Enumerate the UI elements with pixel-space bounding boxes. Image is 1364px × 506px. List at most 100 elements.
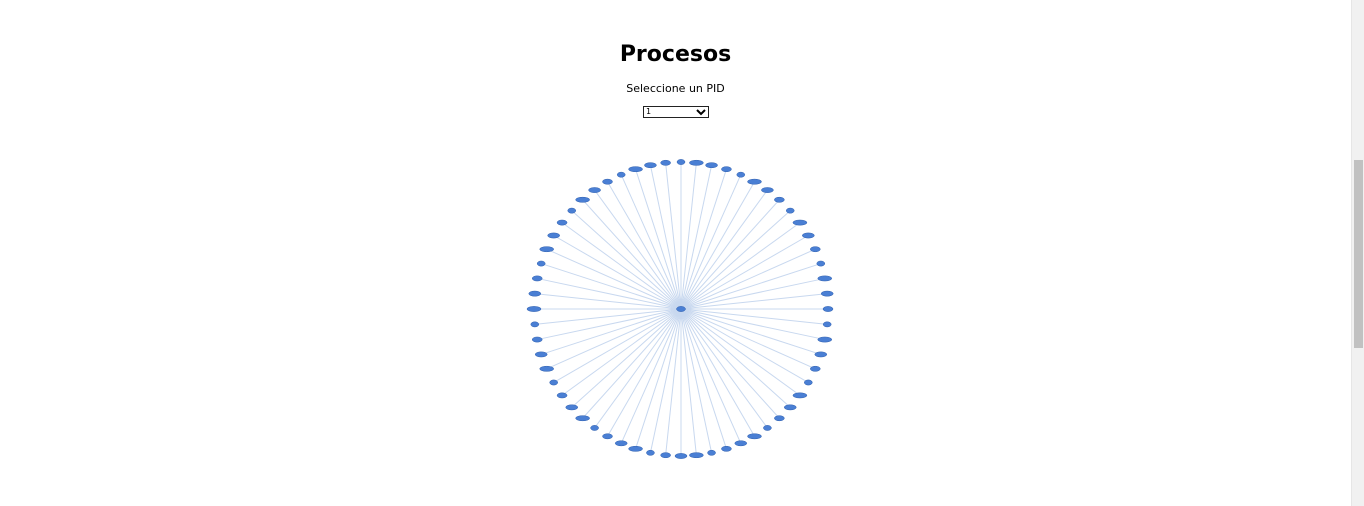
graph-node-child[interactable] (747, 433, 762, 440)
graph-node-child[interactable] (528, 290, 542, 297)
scrollbar-thumb[interactable] (1354, 160, 1363, 348)
graph-edge (680, 263, 821, 310)
graph-edge (571, 210, 682, 310)
graph-edge (680, 222, 801, 310)
graph-node-child[interactable] (614, 440, 628, 447)
graph-node-child[interactable] (530, 321, 540, 328)
graph-node-child[interactable] (646, 449, 655, 456)
graph-node-child[interactable] (539, 246, 554, 253)
graph-node-child[interactable] (736, 171, 746, 178)
graph-node-child[interactable] (549, 379, 558, 386)
graph-edge (680, 308, 713, 453)
graph-node-child[interactable] (534, 351, 548, 358)
graph-node-child[interactable] (531, 275, 543, 282)
graph-edge (680, 308, 742, 444)
graph-node-child[interactable] (817, 336, 833, 343)
graph-node-child[interactable] (761, 187, 774, 193)
graph-node-child[interactable] (774, 196, 785, 203)
graph-edge (680, 308, 697, 456)
graph-node-child[interactable] (804, 379, 813, 386)
graph-node-child[interactable] (783, 404, 797, 411)
graph-node-child[interactable] (689, 452, 704, 459)
graph-edge (635, 169, 682, 310)
graph-node-child[interactable] (721, 445, 732, 452)
graph-node-child[interactable] (817, 275, 833, 282)
graph-edge (680, 210, 791, 310)
graph-node-child[interactable] (567, 207, 577, 214)
graph-edge (680, 277, 825, 310)
vertical-scrollbar[interactable] (1351, 0, 1364, 506)
graph-node-child[interactable] (822, 306, 834, 312)
graph-edge (665, 162, 682, 310)
graph-node-child[interactable] (556, 219, 568, 226)
graph-node-child[interactable] (820, 290, 834, 297)
graph-edge (680, 162, 697, 310)
graph-node-child[interactable] (660, 159, 671, 166)
graph-edge (534, 293, 682, 310)
graph-edge (680, 308, 828, 325)
graph-node-child[interactable] (734, 440, 748, 447)
graph-edge (680, 308, 727, 449)
graph-edge (680, 199, 780, 310)
graph-edge (680, 308, 780, 419)
graph-edge (680, 181, 755, 310)
graph-node-child[interactable] (590, 425, 599, 431)
graph-node-child[interactable] (602, 178, 613, 185)
graph-edge (561, 222, 682, 310)
graph-node-child[interactable] (556, 392, 568, 399)
graph-node-child[interactable] (674, 453, 688, 459)
graph-node-child[interactable] (660, 452, 671, 459)
graph-node-child[interactable] (792, 219, 808, 226)
graph-edge (534, 308, 682, 325)
pid-select[interactable]: 1 (643, 106, 709, 118)
graph-edge (680, 308, 809, 383)
graph-node-child[interactable] (822, 321, 832, 328)
graph-node-child[interactable] (602, 433, 613, 440)
graph-node-child[interactable] (810, 246, 821, 253)
graph-node-child[interactable] (526, 306, 542, 312)
graph-nodes (526, 159, 834, 459)
graph-node-child[interactable] (774, 415, 785, 422)
page-title: Procesos (619, 42, 732, 67)
graph-node-child[interactable] (802, 232, 815, 239)
graph-node-child[interactable] (814, 351, 828, 358)
graph-edge (680, 174, 742, 310)
graph-node-child[interactable] (588, 187, 601, 193)
graph-node-child[interactable] (676, 159, 686, 165)
graph-edge (546, 248, 682, 310)
graph-node-child[interactable] (531, 336, 543, 343)
graph-node-child[interactable] (705, 162, 718, 169)
graph-node-child[interactable] (792, 392, 808, 399)
graph-node-child[interactable] (616, 171, 626, 178)
graph-edge (541, 263, 682, 310)
graph-edge (680, 308, 821, 355)
pid-label: Seleccione un PID (626, 82, 725, 95)
graph-edge (620, 308, 682, 444)
graph-node-child[interactable] (689, 159, 704, 166)
graph-edge (607, 181, 682, 310)
chevron-down-icon (696, 109, 706, 116)
graph-node-child[interactable] (628, 445, 643, 452)
graph-node-child[interactable] (644, 162, 657, 169)
graph-node-child[interactable] (539, 365, 554, 372)
graph-edge (594, 189, 682, 310)
graph-node-child[interactable] (575, 415, 590, 422)
graph-node-child[interactable] (575, 196, 590, 203)
graph-node-child[interactable] (628, 166, 643, 173)
graph-edge (635, 308, 682, 449)
graph-edge (680, 308, 816, 370)
graph-node-child[interactable] (721, 166, 732, 173)
graph-node-child[interactable] (536, 260, 546, 267)
graph-node-child[interactable] (810, 365, 821, 372)
graph-edge (553, 308, 682, 383)
graph-node-child[interactable] (816, 260, 826, 267)
graph-node-child[interactable] (565, 404, 579, 411)
graph-node-child[interactable] (747, 178, 762, 185)
graph-node-root[interactable] (676, 306, 686, 312)
graph-node-child[interactable] (547, 232, 560, 239)
graph-node-child[interactable] (707, 449, 716, 456)
graph-node-child[interactable] (785, 207, 795, 214)
graph-node-child[interactable] (763, 425, 772, 431)
graph-edge (680, 308, 755, 437)
